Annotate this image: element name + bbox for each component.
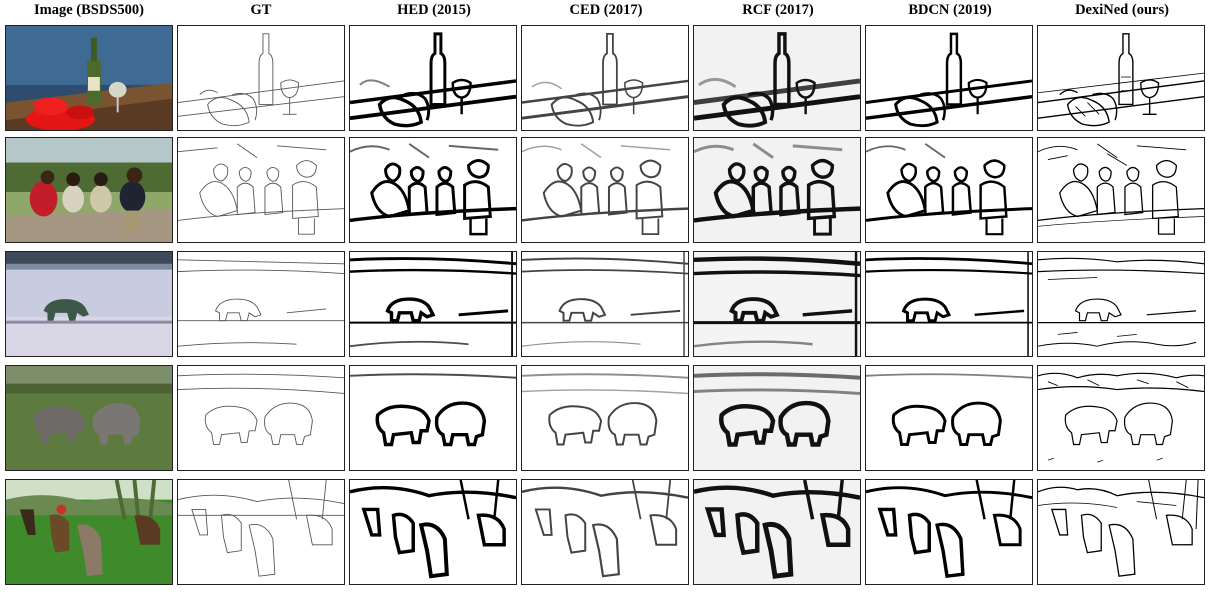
header-rcf: RCF (2017) — [742, 2, 814, 18]
row2-image — [5, 137, 173, 243]
row2-hed — [349, 137, 517, 243]
row4-hed — [349, 365, 517, 471]
row2-rcf — [693, 137, 861, 243]
row3-bdcn — [865, 251, 1033, 357]
row1-bdcn — [865, 25, 1033, 131]
row3-dexined — [1037, 251, 1205, 357]
row4-gt — [177, 365, 345, 471]
header-image: Image (BSDS500) — [34, 2, 144, 18]
row5-rcf — [693, 479, 861, 585]
row1-hed — [349, 25, 517, 131]
row4-rcf — [693, 365, 861, 471]
row5-bdcn — [865, 479, 1033, 585]
header-ced: CED (2017) — [569, 2, 643, 18]
row5-gt — [177, 479, 345, 585]
row1-ced — [521, 25, 689, 131]
row3-gt — [177, 251, 345, 357]
row1-dexined — [1037, 25, 1205, 131]
header-bdcn: BDCN (2019) — [908, 2, 992, 18]
row3-ced — [521, 251, 689, 357]
row3-image — [5, 251, 173, 357]
row3-rcf — [693, 251, 861, 357]
row5-hed — [349, 479, 517, 585]
row2-ced — [521, 137, 689, 243]
row4-dexined — [1037, 365, 1205, 471]
row2-bdcn — [865, 137, 1033, 243]
header-hed: HED (2015) — [397, 2, 471, 18]
row1-rcf — [693, 25, 861, 131]
row2-gt — [177, 137, 345, 243]
row2-dexined — [1037, 137, 1205, 243]
row3-hed — [349, 251, 517, 357]
row1-gt — [177, 25, 345, 131]
row5-image — [5, 479, 173, 585]
row5-dexined — [1037, 479, 1205, 585]
row5-ced — [521, 479, 689, 585]
header-gt: GT — [250, 2, 272, 18]
row4-ced — [521, 365, 689, 471]
row1-image — [5, 25, 173, 131]
header-dexined: DexiNed (ours) — [1075, 2, 1169, 18]
row4-image — [5, 365, 173, 471]
row4-bdcn — [865, 365, 1033, 471]
